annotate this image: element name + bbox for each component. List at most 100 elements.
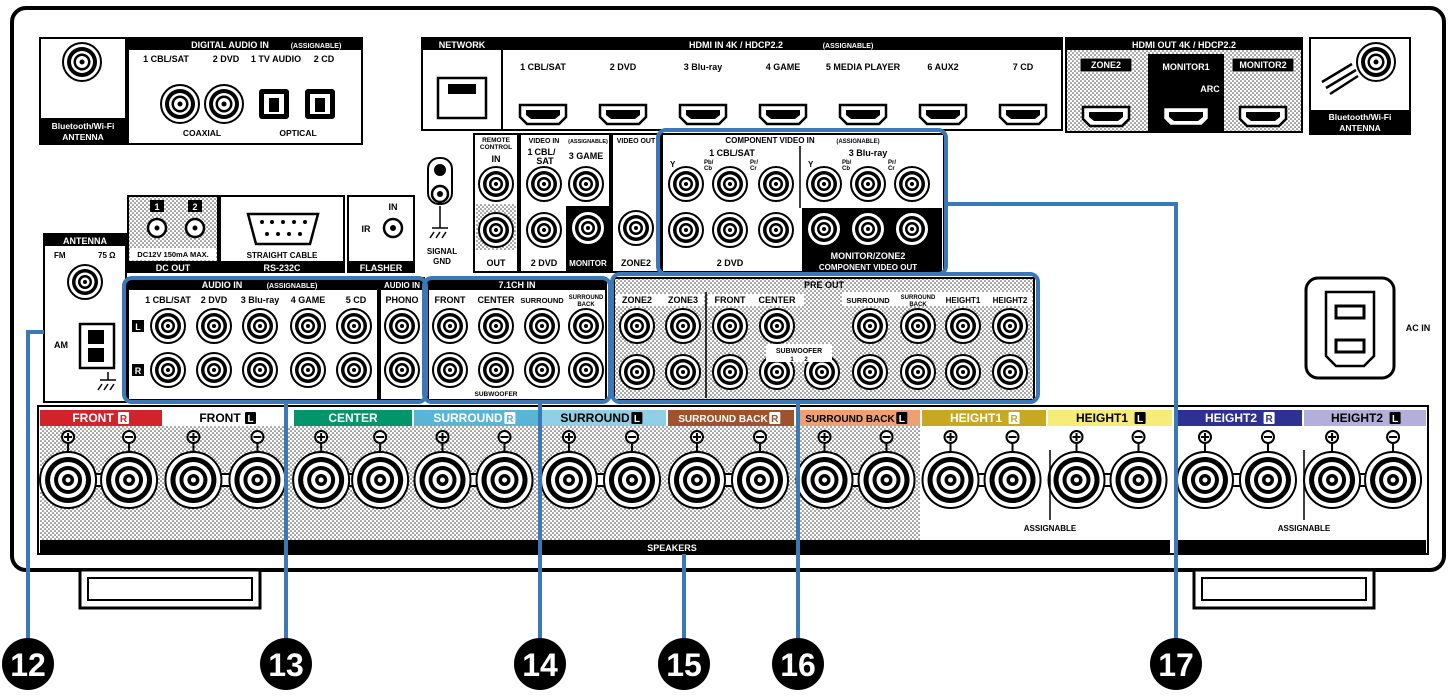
speaker-terminal-1: FRONT R	[39, 410, 162, 509]
bt-left-label-2: ANTENNA	[62, 132, 104, 142]
speaker-side-2: L	[247, 414, 253, 425]
speaker-terminal-2: FRONT L	[164, 410, 292, 509]
audio-in-assignable: (ASSIGNABLE)	[267, 283, 318, 290]
digital-audio-assignable: (ASSIGNABLE)	[291, 43, 342, 50]
speaker-label-8: HEIGHT1	[950, 411, 1002, 425]
hdmi-out-section: HDMI OUT 4K / HDCP2.2 ZONE2 MONITOR1 ARC…	[1065, 37, 1303, 133]
video-in-1-a: CBL/	[535, 147, 556, 157]
component-pr-1b: Cr	[750, 166, 757, 172]
optical-jack-2	[305, 89, 335, 119]
preout-height1: HEIGHT1	[946, 296, 981, 305]
audio-in-label-5: 5 CD	[346, 295, 367, 305]
ch71-subwoofer: SUBWOOFER	[475, 391, 518, 398]
speaker-side-8: R	[1010, 414, 1018, 425]
callout-13: 13	[260, 638, 312, 690]
speaker-side-10: R	[1265, 414, 1273, 425]
remote-label-2: CONTROL	[480, 144, 512, 151]
digital-input-1: 1 CBL/SAT	[143, 54, 189, 64]
digital-input-2: 2 DVD	[213, 54, 240, 64]
dc-out-ch-1: 1	[154, 202, 159, 212]
optical-jack-1	[259, 89, 289, 119]
speakers-title: SPEAKERS	[647, 543, 697, 553]
audio-in-r-mark: R	[135, 366, 142, 376]
antenna-ohm: 75 Ω	[98, 251, 116, 260]
coaxial-label: COAXIAL	[183, 128, 221, 138]
remote-out-jack	[478, 212, 514, 248]
hdmi-out-zone2: ZONE2	[1091, 60, 1121, 70]
callout-number-14: 14	[522, 647, 558, 683]
bt-right-label-2: ANTENNA	[1339, 123, 1381, 133]
hdmi-in-label-4: 4 GAME	[766, 62, 801, 72]
video-in-1-b: SAT	[536, 156, 554, 166]
speaker-side-7: L	[899, 414, 905, 425]
remote-in-jack	[478, 166, 514, 202]
preout-subwoofer: SUBWOOFER	[776, 348, 822, 355]
ch71-front: FRONT	[435, 295, 466, 305]
signal-gnd-label-2: GND	[433, 257, 451, 266]
audio-in-label-2: 2 DVD	[201, 295, 228, 305]
video-in-title: VIDEO IN	[529, 138, 560, 145]
optical-label: OPTICAL	[279, 128, 316, 138]
flasher-section: IN IR FLASHER	[347, 195, 415, 273]
antenna-section: ANTENNA FM 75 Ω AM	[43, 233, 127, 403]
preout-height2: HEIGHT2	[993, 296, 1028, 305]
digital-input-4: 2 CD	[314, 54, 335, 64]
remote-control-section: REMOTE CONTROL IN OUT	[473, 133, 519, 273]
speaker-terminal-3: CENTER	[292, 410, 412, 509]
rs232c-section: STRAIGHT CABLE RS-232C	[219, 195, 345, 273]
video-out-section: VIDEO OUT ZONE2	[611, 133, 661, 273]
video-in-2-jack	[526, 212, 562, 248]
callout-15: 15	[658, 638, 710, 690]
hdmi-in-port-6	[918, 103, 968, 126]
network-label: NETWORK	[439, 40, 486, 50]
preout-sb-1: SURROUND	[901, 295, 936, 301]
hdmi-in-port-4	[758, 103, 808, 126]
preout-front: FRONT	[715, 295, 746, 305]
speaker-label-1: FRONT	[72, 411, 114, 425]
callout-number-13: 13	[268, 647, 304, 683]
hdmi-in-label-7: 7 CD	[1013, 62, 1034, 72]
ch71-sb-2: BACK	[577, 302, 595, 308]
callout-16: 16	[772, 638, 824, 690]
component-title: COMPONENT VIDEO IN	[725, 136, 815, 145]
video-in-3-jack	[568, 166, 604, 202]
video-out-zone2-jack	[618, 210, 654, 246]
video-in-2-label: 2 DVD	[531, 258, 558, 268]
ac-in-label: AC IN	[1406, 323, 1431, 333]
ch71-surround: SURROUND	[520, 296, 564, 305]
bt-right-label-1: Bluetooth/Wi-Fi	[1329, 112, 1392, 122]
speaker-side-1: R	[120, 414, 128, 425]
speaker-side-11: L	[1392, 414, 1398, 425]
hdmi-in-label-2: 2 DVD	[610, 62, 637, 72]
hdmi-out-monitor1: MONITOR1	[1162, 62, 1209, 72]
speaker-label-7: SURROUND BACK	[805, 414, 895, 425]
speaker-label-5: SURROUND	[560, 411, 630, 425]
digital-audio-title: DIGITAL AUDIO IN	[191, 40, 269, 50]
antenna-fm: FM	[54, 251, 66, 260]
digital-input-3: 1 TV AUDIO	[251, 54, 301, 64]
preout-zone2: ZONE2	[622, 295, 652, 305]
dc-out-title: DC OUT	[156, 263, 191, 273]
speaker-side-5: L	[634, 414, 640, 425]
hdmi-in-assignable: (ASSIGNABLE)	[823, 43, 874, 50]
antenna-title: ANTENNA	[63, 236, 107, 246]
hdmi-out-port-zone2	[1081, 105, 1131, 128]
dc-out-spec: DC12V 150mA MAX.	[137, 250, 208, 259]
callout-number-15: 15	[666, 647, 702, 683]
speaker-terminal-5: SURROUND L	[539, 410, 666, 509]
speaker-assignable-1: ASSIGNABLE	[1024, 524, 1077, 533]
video-monitor-label: MONITOR	[569, 259, 607, 268]
video-monitor-jack	[570, 210, 606, 246]
hdmi-in-title: HDMI IN 4K / HDCP2.2	[689, 40, 783, 50]
hdmi-in-port-5	[838, 103, 888, 126]
ch71-title: 7.1CH IN	[498, 280, 535, 290]
component-pr-1a: Pr/	[750, 160, 758, 166]
speaker-label-2: FRONT	[199, 411, 241, 425]
preout-surround: SURROUND	[846, 296, 890, 305]
callout-lines	[26, 128, 1178, 642]
